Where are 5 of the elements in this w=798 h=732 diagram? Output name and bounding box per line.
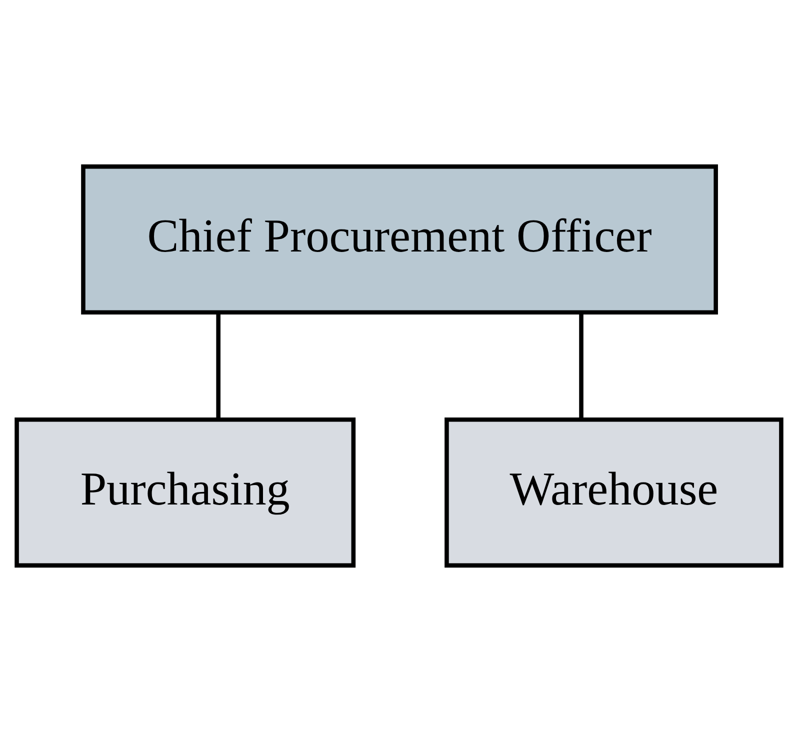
node-box: Warehouse <box>444 417 784 568</box>
connector <box>216 312 220 420</box>
node-box: Chief Procurement Officer <box>81 164 718 315</box>
node-box: Purchasing <box>14 417 356 568</box>
connector <box>579 312 584 420</box>
